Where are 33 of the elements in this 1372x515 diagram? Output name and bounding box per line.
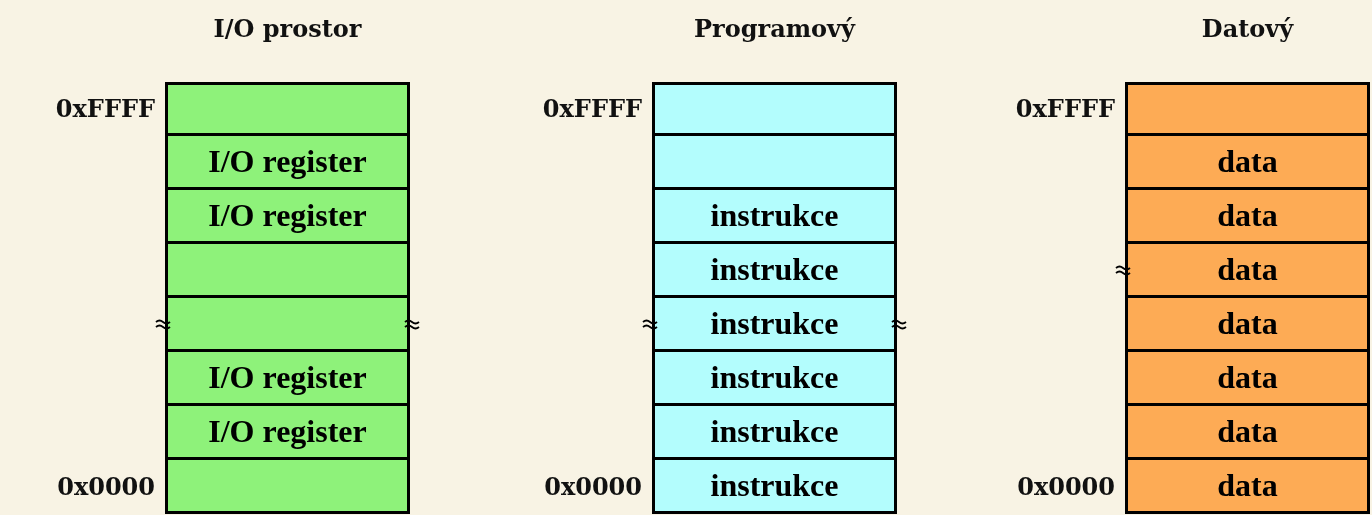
memory-cell — [652, 82, 897, 136]
memory-cell — [165, 298, 410, 352]
address-label: 0x0000 — [543, 472, 642, 501]
memory-cell: data — [1125, 244, 1370, 298]
memory-cell: instrukce — [652, 298, 897, 352]
memory-cell: instrukce — [652, 244, 897, 298]
memory-cell — [1125, 82, 1370, 136]
memory-cell: data — [1125, 406, 1370, 460]
memory-cell: data — [1125, 190, 1370, 244]
memory-cell: instrukce — [652, 406, 897, 460]
memory-cell: instrukce — [652, 352, 897, 406]
memory-cell: instrukce — [652, 190, 897, 244]
memory-cell: I/O register — [165, 136, 410, 190]
memory-cell: data — [1125, 352, 1370, 406]
memory-cell — [652, 136, 897, 190]
memory-cell — [165, 244, 410, 298]
memory-cell: data — [1125, 136, 1370, 190]
memory-cell: instrukce — [652, 460, 897, 514]
address-label: 0x0000 — [56, 472, 155, 501]
memory-cell — [165, 460, 410, 514]
address-label: 0xFFFF — [1014, 94, 1115, 123]
column-heading: I/O prostor — [212, 14, 363, 43]
memory-cell: data — [1125, 460, 1370, 514]
memory-cell: I/O register — [165, 406, 410, 460]
address-label: 0xFFFF — [541, 94, 642, 123]
column-heading: Datový — [1200, 14, 1295, 43]
memory-cell: data — [1125, 298, 1370, 352]
memory-cell: I/O register — [165, 190, 410, 244]
memory-cell: I/O register — [165, 352, 410, 406]
address-label: 0x0000 — [1016, 472, 1115, 501]
memory-cell — [165, 82, 410, 136]
address-label: 0xFFFF — [54, 94, 155, 123]
column-heading: Programový — [693, 14, 857, 43]
